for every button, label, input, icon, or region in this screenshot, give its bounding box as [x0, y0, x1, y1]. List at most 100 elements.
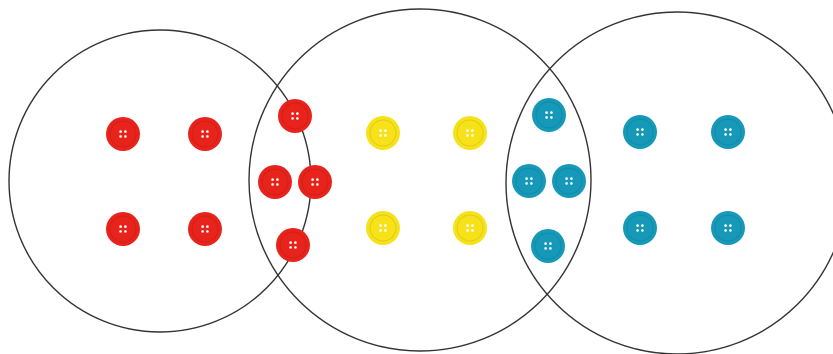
teal-button-body: [532, 98, 566, 132]
overlap-middle-right-button-1: [532, 98, 566, 132]
button-hole-4: [530, 182, 533, 185]
button-hole-1: [311, 178, 314, 181]
button-hole-4: [124, 230, 127, 233]
button-hole-3: [544, 247, 547, 250]
button-hole-2: [316, 178, 319, 181]
buttons-layer: [106, 98, 745, 263]
button-hole-3: [636, 229, 639, 232]
circle-right-button-4: [711, 211, 745, 245]
button-hole-4: [276, 183, 279, 186]
overlap-middle-right-button-3: [552, 164, 586, 198]
button-hole-4: [296, 117, 299, 120]
button-hole-4: [641, 229, 644, 232]
button-hole-3: [311, 183, 314, 186]
button-hole-3: [271, 183, 274, 186]
button-hole-2: [530, 177, 533, 180]
button-hole-4: [471, 134, 474, 137]
button-hole-2: [641, 128, 644, 131]
button-hole-4: [641, 133, 644, 136]
teal-button-body: [623, 115, 657, 149]
overlap-left-middle-button-1: [278, 99, 312, 133]
button-hole-2: [124, 130, 127, 133]
button-hole-4: [384, 229, 387, 232]
button-hole-2: [384, 129, 387, 132]
yellow-button-body: [366, 116, 400, 150]
red-button-body: [188, 117, 222, 151]
circle-left-button-3: [106, 212, 140, 246]
button-hole-1: [525, 177, 528, 180]
yellow-button-body: [366, 211, 400, 245]
red-button-body: [188, 212, 222, 246]
button-hole-4: [294, 246, 297, 249]
circle-middle-button-3: [366, 211, 400, 245]
yellow-button-body: [453, 116, 487, 150]
circle-left-button-4: [188, 212, 222, 246]
button-hole-3: [466, 134, 469, 137]
button-hole-3: [201, 135, 204, 138]
button-hole-3: [525, 182, 528, 185]
button-hole-2: [206, 225, 209, 228]
button-hole-4: [729, 229, 732, 232]
button-hole-4: [316, 183, 319, 186]
button-hole-2: [570, 177, 573, 180]
teal-button-body: [512, 164, 546, 198]
button-hole-1: [271, 178, 274, 181]
red-button-body: [106, 117, 140, 151]
teal-button-body: [531, 229, 565, 263]
button-hole-2: [550, 111, 553, 114]
teal-button-body: [552, 164, 586, 198]
button-hole-3: [119, 135, 122, 138]
button-hole-2: [294, 241, 297, 244]
button-hole-4: [729, 133, 732, 136]
button-hole-1: [636, 128, 639, 131]
button-hole-1: [544, 242, 547, 245]
button-hole-2: [729, 128, 732, 131]
button-hole-1: [379, 129, 382, 132]
button-hole-1: [291, 112, 294, 115]
teal-button-body: [711, 211, 745, 245]
button-hole-4: [124, 135, 127, 138]
button-hole-3: [291, 117, 294, 120]
button-hole-3: [724, 229, 727, 232]
overlap-left-middle-button-2: [258, 165, 292, 199]
button-hole-1: [545, 111, 548, 114]
circle-right-button-2: [711, 115, 745, 149]
button-hole-3: [545, 116, 548, 119]
overlap-middle-right-button-4: [531, 229, 565, 263]
button-hole-4: [206, 230, 209, 233]
button-hole-2: [471, 129, 474, 132]
button-hole-3: [119, 230, 122, 233]
button-hole-3: [379, 134, 382, 137]
button-hole-3: [201, 230, 204, 233]
button-hole-3: [636, 133, 639, 136]
button-hole-2: [641, 224, 644, 227]
button-hole-1: [289, 241, 292, 244]
button-hole-1: [201, 225, 204, 228]
button-hole-1: [119, 225, 122, 228]
circle-left-button-2: [188, 117, 222, 151]
overlap-left-middle-button-4: [276, 228, 310, 262]
circles-layer: [9, 9, 833, 354]
button-hole-2: [729, 224, 732, 227]
button-hole-3: [466, 229, 469, 232]
circle-left-button-1: [106, 117, 140, 151]
button-hole-2: [471, 224, 474, 227]
button-hole-3: [724, 133, 727, 136]
button-hole-1: [724, 128, 727, 131]
button-hole-4: [570, 182, 573, 185]
red-button-body: [258, 165, 292, 199]
button-hole-1: [724, 224, 727, 227]
button-hole-1: [379, 224, 382, 227]
red-button-body: [276, 228, 310, 262]
button-hole-2: [296, 112, 299, 115]
overlap-left-middle-button-3: [298, 165, 332, 199]
button-hole-3: [379, 229, 382, 232]
button-hole-2: [124, 225, 127, 228]
button-hole-1: [636, 224, 639, 227]
circle-middle-button-1: [366, 116, 400, 150]
circle-right-button-3: [623, 211, 657, 245]
button-hole-1: [201, 130, 204, 133]
button-hole-1: [119, 130, 122, 133]
button-hole-4: [550, 116, 553, 119]
